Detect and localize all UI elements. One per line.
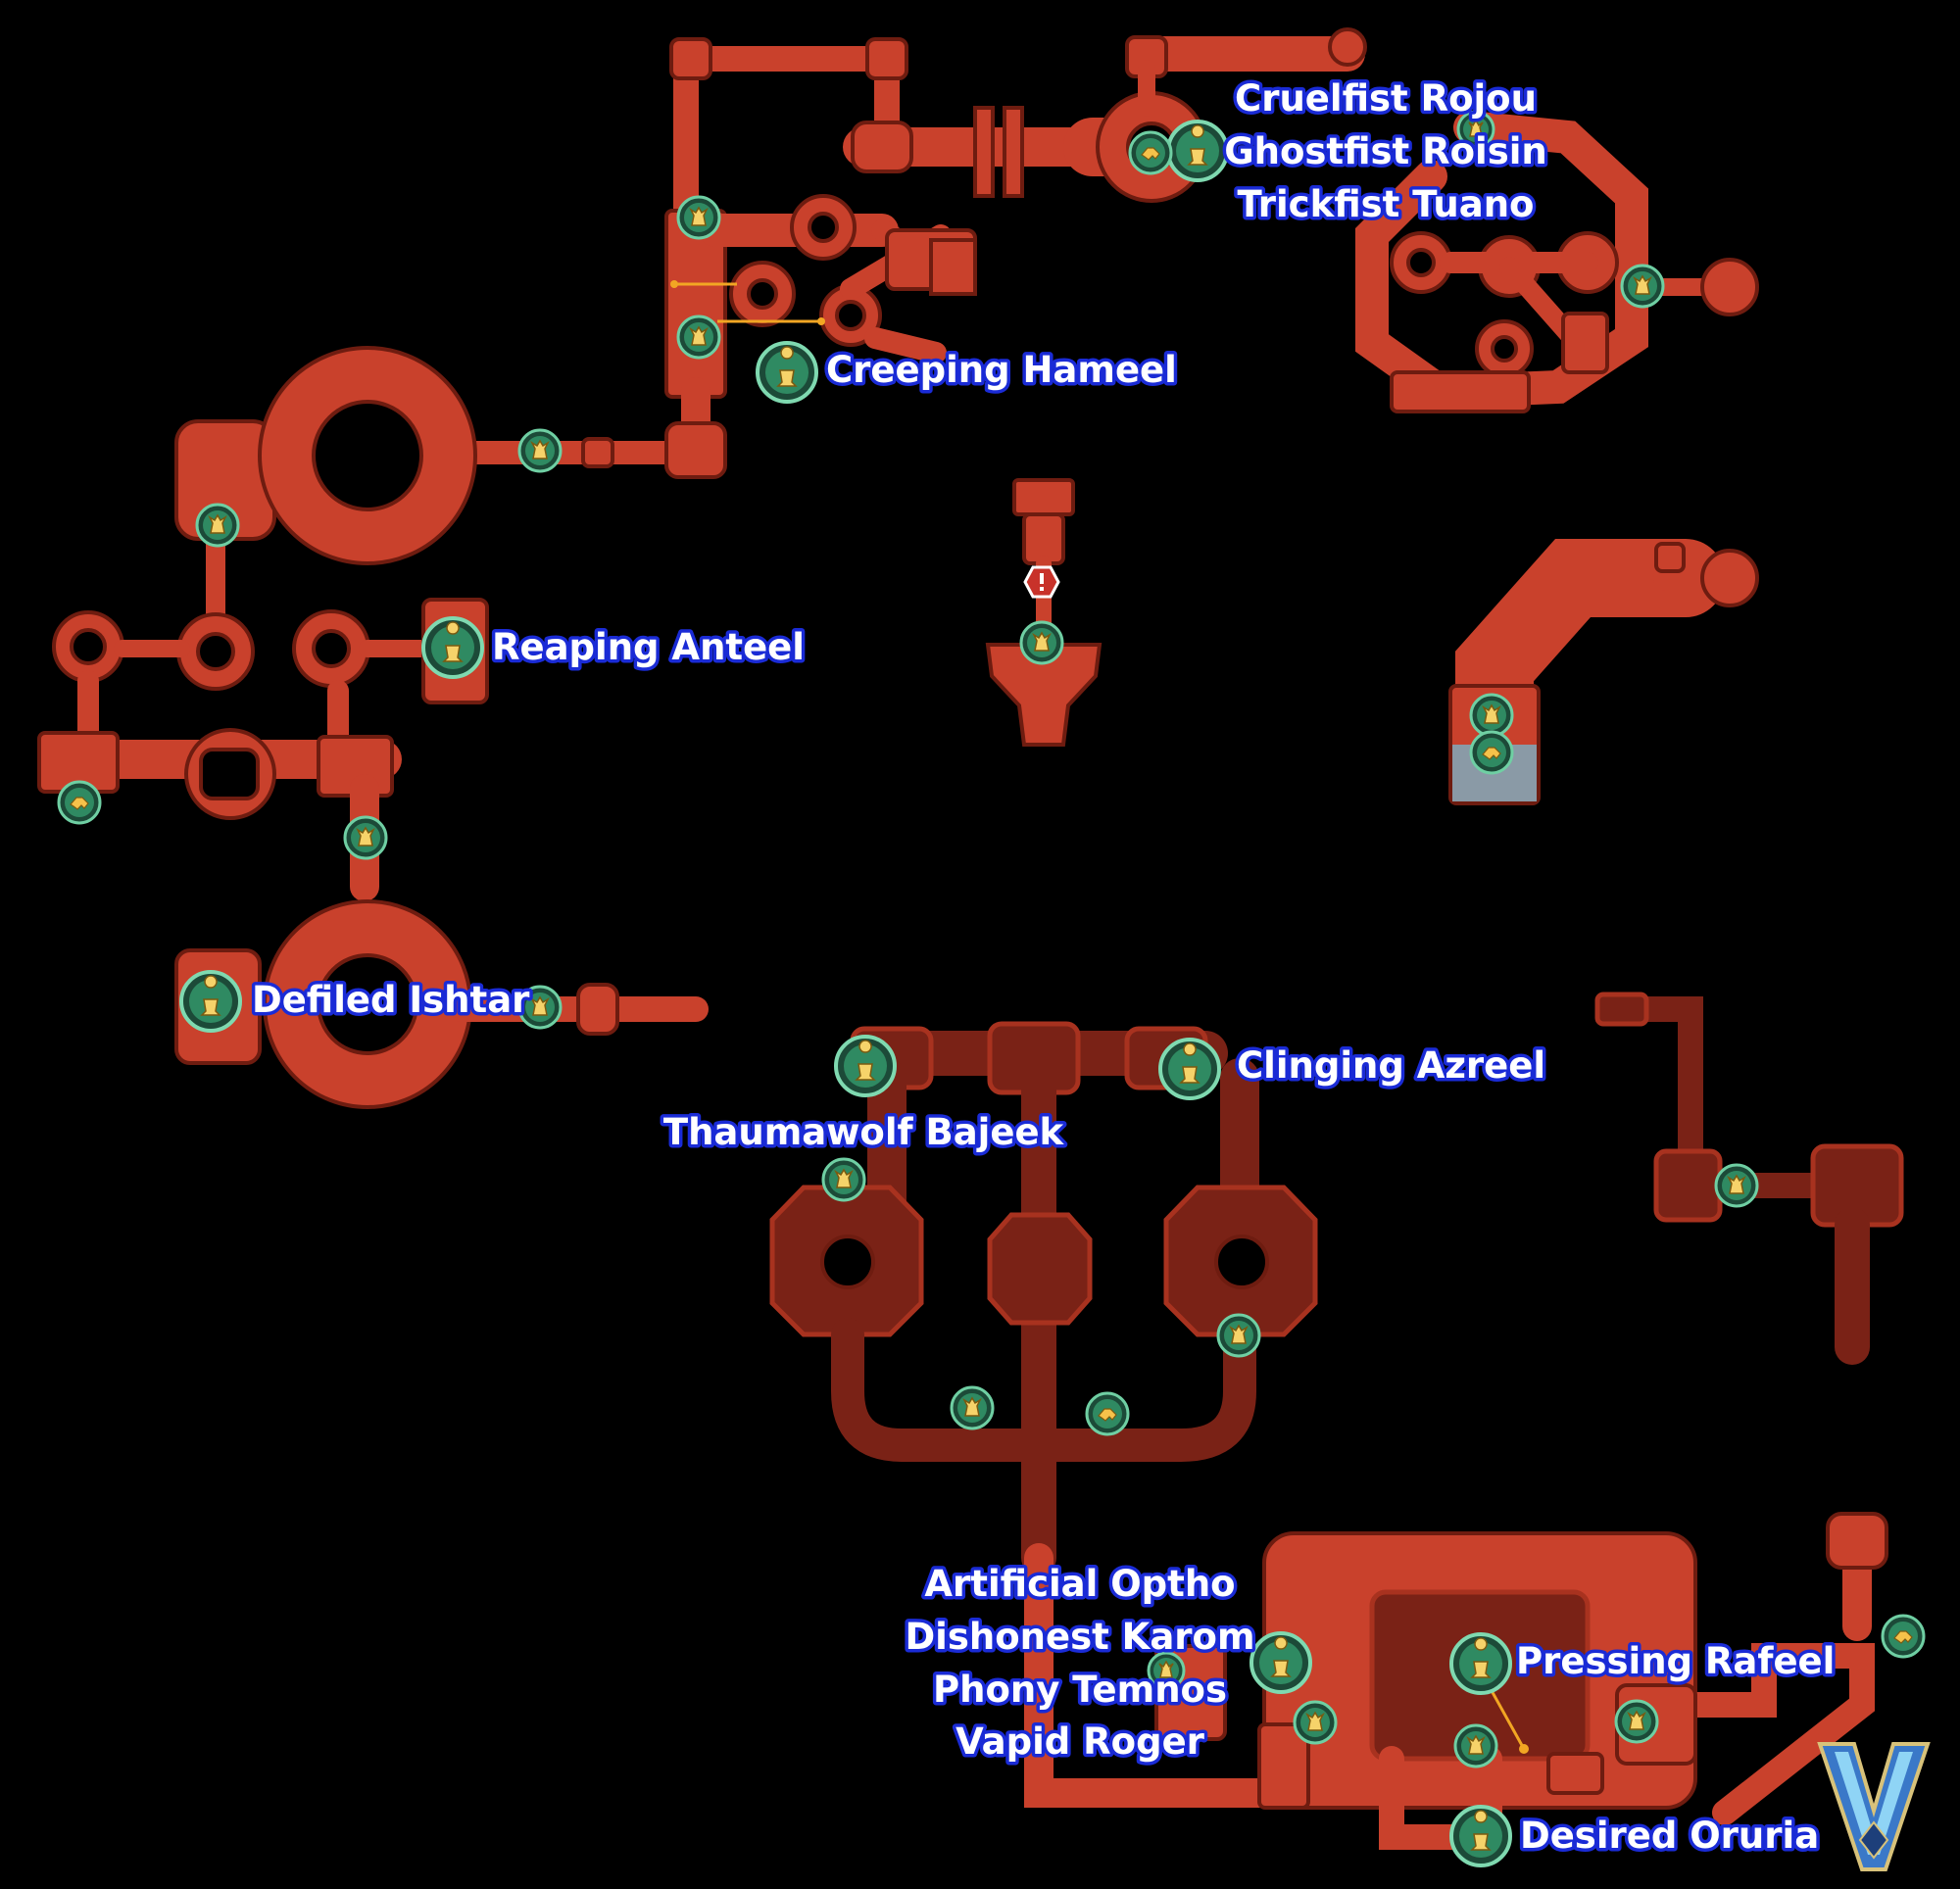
landmark-icon[interactable] [1147, 1651, 1186, 1690]
label-trickfist-tuano: Trickfist Tuano [1238, 183, 1535, 225]
label-creeping-hameel: Creeping Hameel [826, 349, 1177, 391]
region-south-central [769, 1021, 1318, 1575]
label-desired-oruria: Desired Oruria [1520, 1815, 1819, 1857]
pawn-icon[interactable] [1449, 1805, 1512, 1867]
landmark-icon[interactable] [1216, 1313, 1261, 1358]
label-clinging-azreel: Clinging Azreel [1237, 1044, 1545, 1087]
handshake-icon[interactable] [1128, 130, 1173, 175]
label-defiled-ishtar: Defiled Ishtar [252, 979, 530, 1021]
handshake-icon[interactable] [1085, 1391, 1130, 1436]
landmark-icon[interactable] [1456, 110, 1495, 149]
region-east-small [1594, 992, 1904, 1365]
region-west-upper-ring [37, 346, 489, 901]
landmark-icon[interactable] [517, 428, 563, 473]
label-vapid-roger: Vapid Roger [956, 1720, 1205, 1763]
region-northeast [1355, 111, 1759, 413]
pawn-icon[interactable] [834, 1035, 897, 1097]
handshake-icon[interactable] [1469, 730, 1514, 775]
landmark-icon[interactable] [1293, 1700, 1338, 1745]
landmark-icon[interactable] [676, 315, 721, 360]
handshake-icon[interactable] [1881, 1614, 1926, 1659]
landmark-icon[interactable] [1714, 1163, 1759, 1208]
landmark-icon[interactable] [1019, 620, 1064, 665]
landmark-icon[interactable] [950, 1385, 995, 1430]
landmark-icon[interactable] [1620, 264, 1665, 309]
label-artificial-optho: Artificial Optho [924, 1563, 1235, 1605]
v-emblem-logo [1817, 1742, 1931, 1871]
landmark-icon[interactable] [195, 503, 240, 548]
label-reaping-anteel: Reaping Anteel [492, 626, 805, 668]
warning-icon[interactable] [1023, 565, 1060, 599]
pawn-icon[interactable] [1158, 1038, 1221, 1100]
handshake-icon[interactable] [57, 780, 102, 825]
label-phony-temnos: Phony Temnos [933, 1669, 1227, 1711]
pawn-icon[interactable] [1166, 120, 1229, 182]
landmark-icon[interactable] [343, 815, 388, 860]
pawn-icon[interactable] [1449, 1632, 1512, 1695]
label-dishonest-karom: Dishonest Karom [905, 1616, 1254, 1658]
pawn-icon[interactable] [179, 970, 242, 1033]
landmark-icon[interactable] [676, 195, 721, 240]
label-ghostfist-roisin: Ghostfist Roisin [1224, 130, 1547, 172]
label-cruelfist-rojou: Cruelfist Rojou [1235, 77, 1537, 120]
landmark-icon[interactable] [1614, 1699, 1659, 1744]
label-thaumawolf-bajeek: Thaumawolf Bajeek [663, 1111, 1065, 1153]
pawn-icon[interactable] [421, 616, 484, 679]
landmark-icon[interactable] [1469, 693, 1514, 738]
landmark-icon[interactable] [517, 985, 563, 1030]
landmark-icon[interactable] [1453, 1723, 1498, 1768]
pawn-icon[interactable] [756, 341, 818, 404]
landmark-icon[interactable] [821, 1157, 866, 1202]
pawn-icon[interactable] [1250, 1631, 1312, 1694]
label-pressing-rafeel: Pressing Rafeel [1516, 1640, 1835, 1682]
